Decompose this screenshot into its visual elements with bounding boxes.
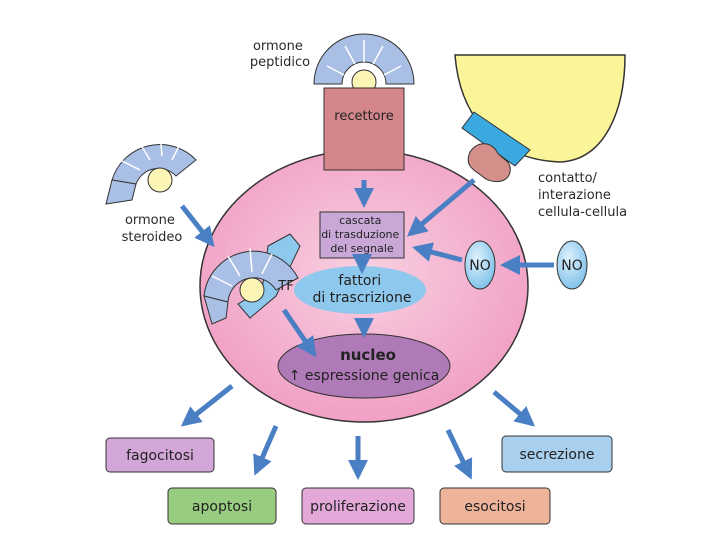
tf-label: TF bbox=[277, 279, 293, 294]
receptor-label: recettore bbox=[334, 109, 393, 124]
nucleus bbox=[277, 333, 451, 399]
outcome-exocytosis: esocitosi bbox=[439, 487, 551, 525]
peptide-hormone-icon bbox=[313, 33, 415, 95]
no-inside-oval bbox=[464, 240, 496, 290]
svg-text:cascata di trasduzione: cascata di trasduzione del segnale bbox=[321, 214, 403, 255]
outcome-proliferation-label: proliferazione bbox=[310, 499, 406, 515]
arrow-to-apoptosis bbox=[253, 425, 279, 476]
outcome-secretion-label: secrezione bbox=[520, 447, 595, 463]
cascade-line-2: di trasduzione bbox=[321, 228, 399, 241]
transcription-factors-oval bbox=[294, 266, 426, 314]
steroid-hormone-line-1: ormone bbox=[125, 213, 175, 228]
nucleus-title: nucleo bbox=[340, 346, 396, 364]
svg-text:contatto/ interazione: contatto/ interazione cellula-cellula bbox=[538, 171, 627, 220]
cascade-line-3: del segnale bbox=[330, 242, 394, 255]
arrow-steroid-to-receptor bbox=[180, 204, 215, 248]
steroid-hormone-icon bbox=[105, 131, 197, 205]
outcome-phagocytosis-label: fagocitosi bbox=[126, 448, 194, 464]
tf-oval-line-1: fattori bbox=[338, 273, 381, 289]
arrow-to-exocytosis bbox=[445, 428, 473, 480]
arrow-tf-to-nucleus bbox=[281, 308, 317, 358]
contact-cell bbox=[454, 54, 626, 182]
nucleus-subtitle: ↑ espressione genica bbox=[289, 368, 440, 384]
no-inside-label: NO bbox=[469, 258, 491, 274]
peptide-hormone-line-2: peptidico bbox=[250, 55, 310, 70]
outcome-proliferation: proliferazione bbox=[301, 487, 415, 525]
contact-line-3: cellula-cellula bbox=[538, 205, 627, 220]
outcome-apoptosis: apoptosi bbox=[167, 487, 277, 525]
steroid-hormone-line-2: steroideo bbox=[122, 230, 183, 245]
outcome-exocytosis-label: esocitosi bbox=[464, 499, 525, 515]
arrow-to-phagocytosis bbox=[180, 384, 234, 427]
svg-text:fattori di trascrizione: fattori di trascrizione bbox=[313, 273, 412, 306]
arrow-no-to-cascade bbox=[412, 242, 463, 263]
contact-line-1: contatto/ bbox=[538, 171, 598, 186]
no-outside-label: NO bbox=[561, 258, 583, 274]
nuclear-receptor-icon bbox=[203, 233, 301, 325]
outcome-phagocytosis: fagocitosi bbox=[105, 437, 215, 473]
arrows bbox=[180, 178, 554, 480]
svg-text:ormone steroideo: ormone steroideo bbox=[122, 213, 183, 245]
peptide-hormone-line-1: ormone bbox=[253, 39, 303, 54]
outcome-secretion: secrezione bbox=[501, 435, 613, 473]
arrow-to-secretion bbox=[492, 390, 536, 427]
arrow-contact-to-cascade bbox=[406, 178, 476, 237]
cascade-box bbox=[319, 211, 405, 259]
outcome-apoptosis-label: apoptosi bbox=[192, 499, 252, 515]
no-outside-oval bbox=[556, 240, 588, 290]
receptor-box bbox=[323, 87, 405, 171]
tf-oval-line-2: di trascrizione bbox=[313, 290, 412, 306]
svg-text:ormone peptidico: ormone peptidico bbox=[250, 39, 310, 70]
contact-line-2: interazione bbox=[538, 188, 611, 203]
cascade-line-1: cascata bbox=[339, 214, 381, 227]
